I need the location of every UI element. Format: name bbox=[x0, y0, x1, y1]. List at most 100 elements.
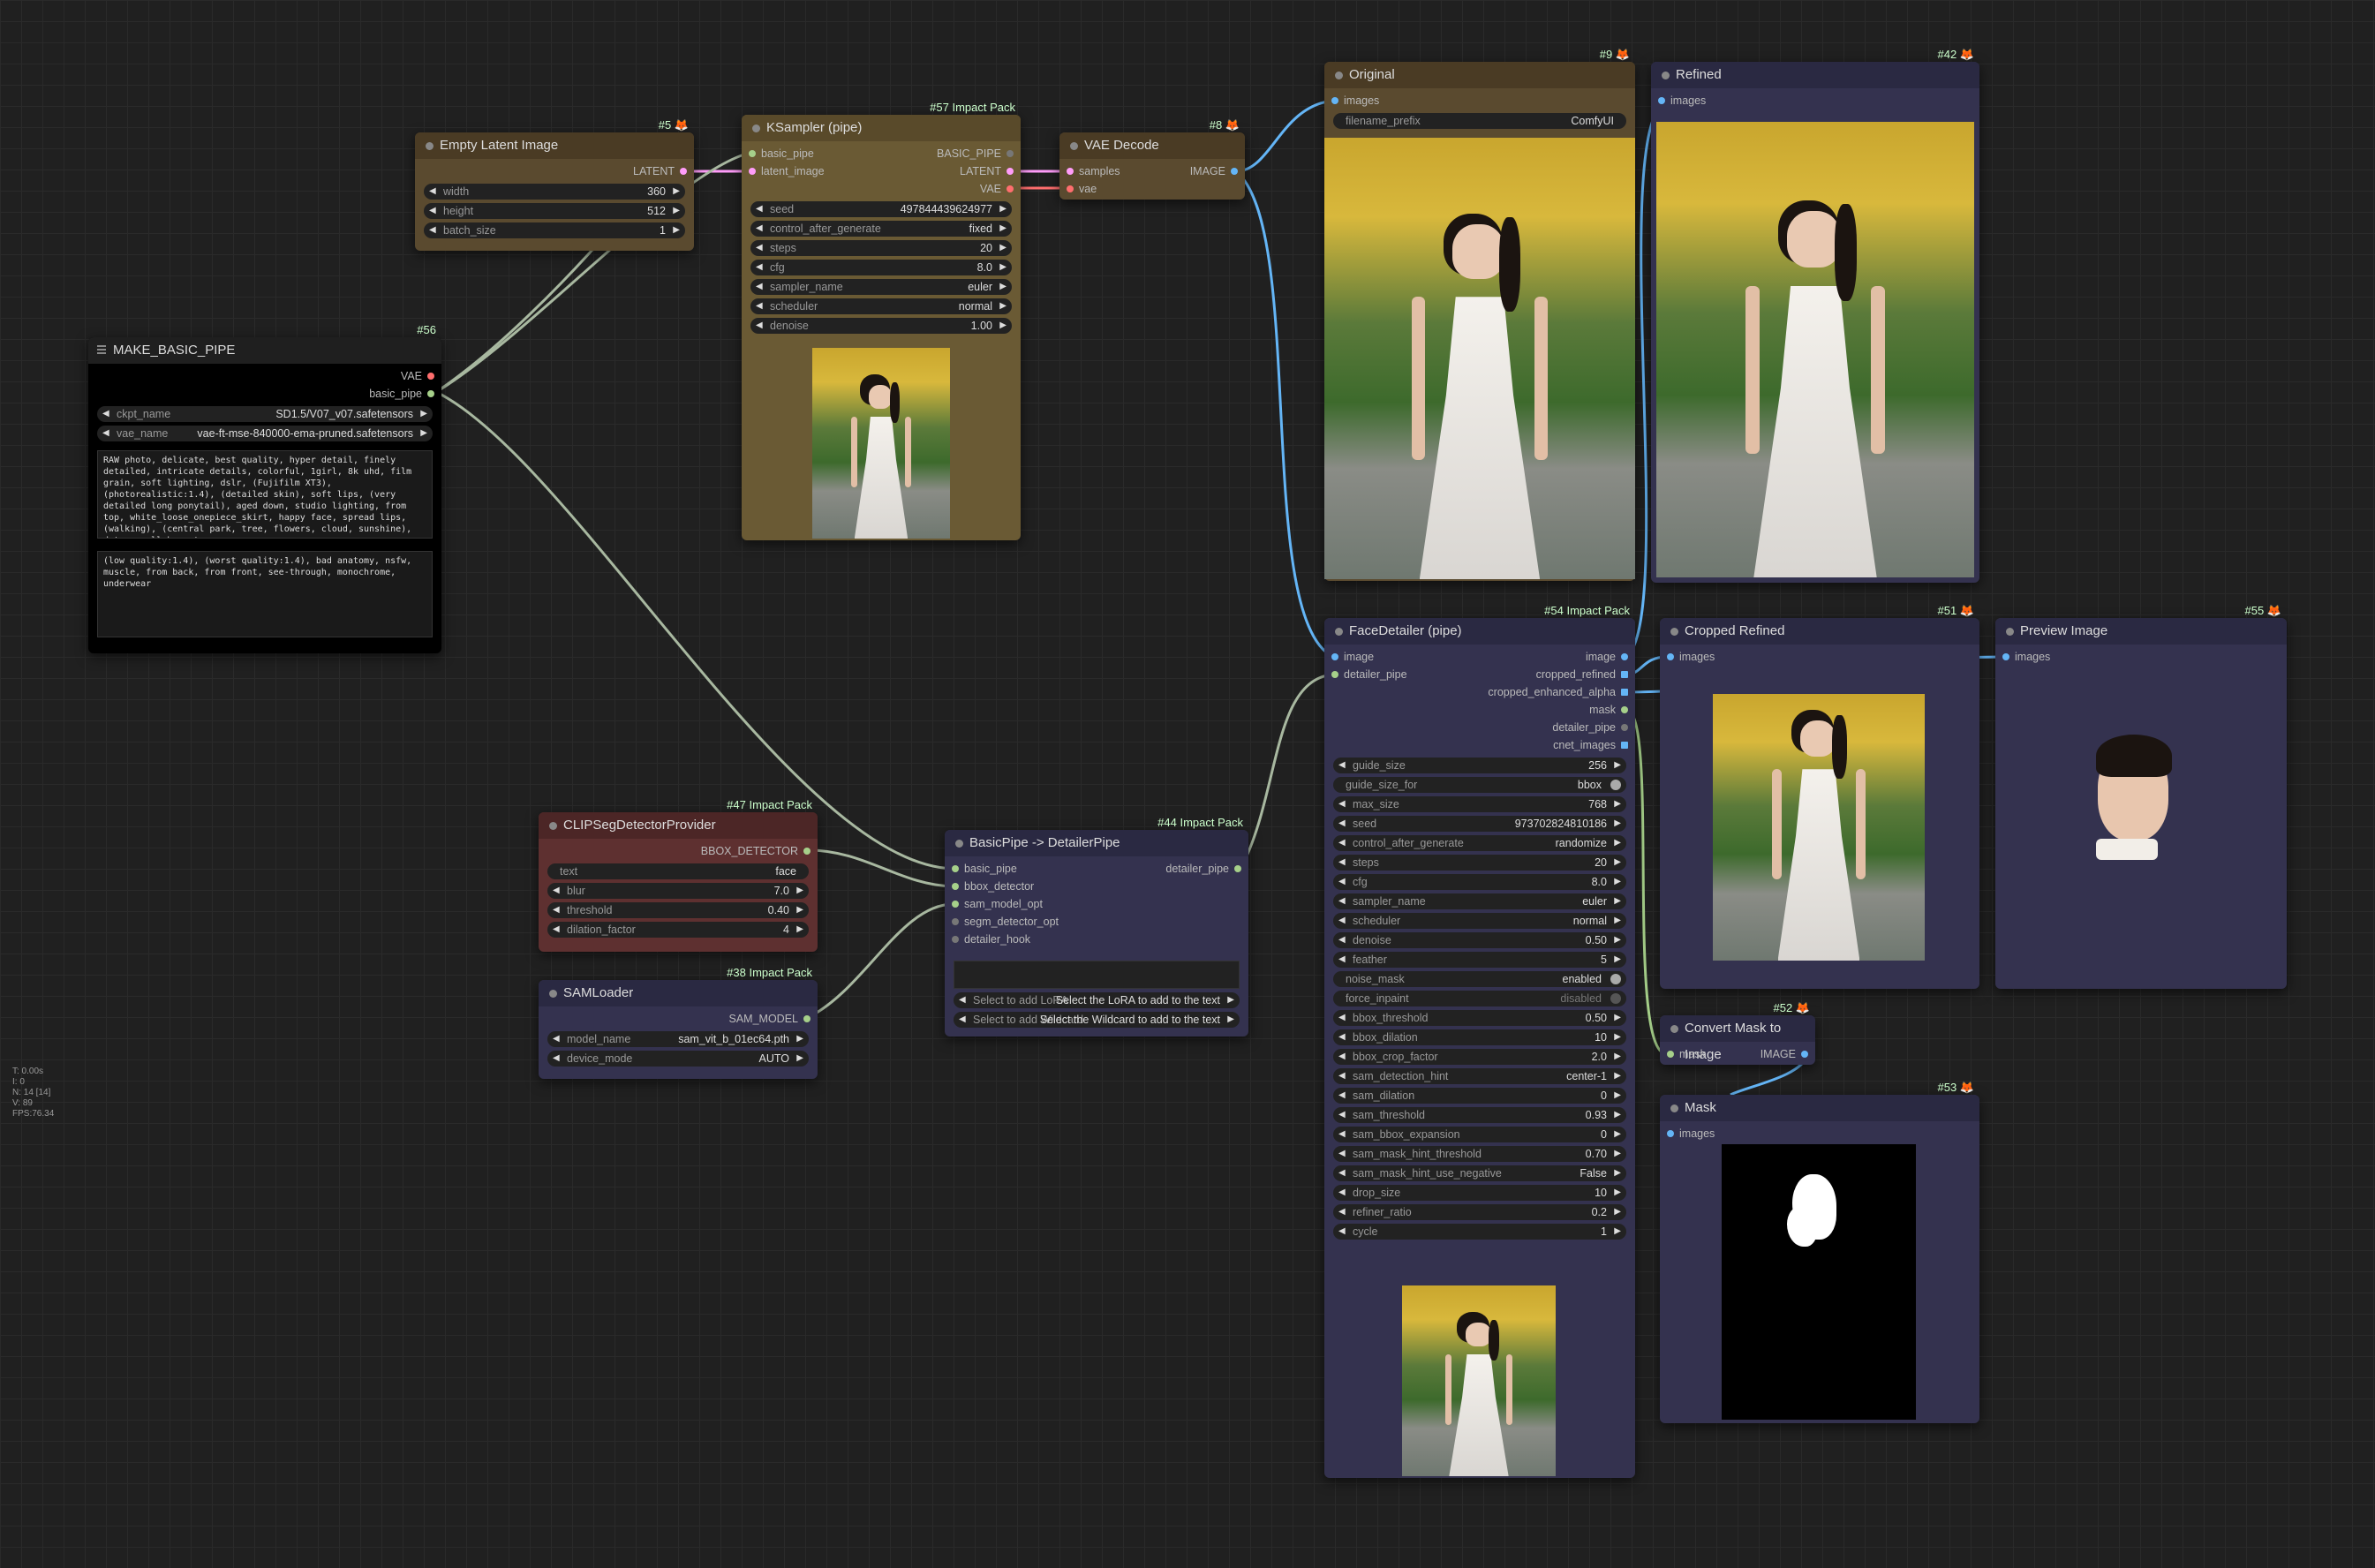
negative-prompt-textarea[interactable]: (low quality:1.4), (worst quality:1.4), … bbox=[97, 551, 433, 637]
output-detailer-pipe-slot[interactable] bbox=[1234, 865, 1241, 872]
input-vae-slot[interactable] bbox=[1067, 185, 1074, 192]
node-cropped-refined[interactable]: #51 🦊 Cropped Refined images bbox=[1660, 604, 1979, 989]
output-sam-model-slot[interactable] bbox=[803, 1015, 811, 1022]
input-image-slot[interactable] bbox=[1331, 653, 1338, 660]
node-empty-latent-image[interactable]: #5 🦊 Empty Latent Image LATENT width360 … bbox=[415, 118, 694, 251]
output-image-slot[interactable] bbox=[1801, 1051, 1808, 1058]
input-images-slot[interactable] bbox=[1331, 97, 1338, 104]
node-title[interactable]: Convert Mask to Image bbox=[1660, 1015, 1815, 1062]
input-basic-pipe-slot[interactable] bbox=[749, 150, 756, 157]
input-images-slot[interactable] bbox=[2002, 653, 2009, 660]
node-title[interactable]: Preview Image bbox=[1995, 618, 2287, 645]
input-images-slot[interactable] bbox=[1658, 97, 1665, 104]
output-latent-slot[interactable] bbox=[680, 168, 687, 175]
node-title[interactable]: SAMLoader bbox=[539, 980, 818, 1006]
input-images-slot[interactable] bbox=[1667, 1130, 1674, 1137]
output-cropped-enhanced-alpha-slot[interactable] bbox=[1621, 689, 1628, 696]
node-make-basic-pipe[interactable]: #56 MAKE_BASIC_PIPE VAE basic_pipe ckpt_… bbox=[88, 323, 441, 653]
input-latent-slot[interactable] bbox=[749, 168, 756, 175]
node-preview-image[interactable]: #55 🦊 Preview Image images bbox=[1995, 604, 2287, 989]
output-latent-slot[interactable] bbox=[1007, 168, 1014, 175]
widget-vae-name[interactable]: vae_namevae-ft-mse-840000-ema-pruned.saf… bbox=[97, 426, 433, 441]
input-segm-detector-opt-slot[interactable] bbox=[952, 918, 959, 925]
node-title[interactable]: Refined bbox=[1651, 62, 1979, 88]
node-ksampler-pipe[interactable]: #57 Impact Pack KSampler (pipe) basic_pi… bbox=[742, 101, 1021, 540]
input-mask-slot[interactable] bbox=[1667, 1051, 1674, 1058]
output-bbox-detector-slot[interactable] bbox=[803, 848, 811, 855]
input-basic-pipe-slot[interactable] bbox=[952, 865, 959, 872]
output-mask-slot[interactable] bbox=[1621, 706, 1628, 713]
input-samples-slot[interactable] bbox=[1067, 168, 1074, 175]
toggle-knob[interactable] bbox=[1610, 780, 1621, 790]
input-bbox-detector-slot[interactable] bbox=[952, 883, 959, 890]
output-image-slot[interactable] bbox=[1621, 653, 1628, 660]
node-title[interactable]: CLIPSegDetectorProvider bbox=[539, 812, 818, 839]
node-title[interactable]: BasicPipe -> DetailerPipe bbox=[945, 830, 1248, 856]
node-title[interactable]: Cropped Refined bbox=[1660, 618, 1979, 645]
output-cropped-refined-slot[interactable] bbox=[1621, 671, 1628, 678]
node-title[interactable]: VAE Decode bbox=[1059, 132, 1245, 159]
toggle-knob[interactable] bbox=[1610, 993, 1621, 1004]
positive-prompt-textarea[interactable]: RAW photo, delicate, best quality, hyper… bbox=[97, 450, 433, 539]
output-cnet-images-slot[interactable] bbox=[1621, 742, 1628, 749]
node-title[interactable]: KSampler (pipe) bbox=[742, 115, 1021, 141]
input-images-slot[interactable] bbox=[1667, 653, 1674, 660]
node-title[interactable]: Mask bbox=[1660, 1095, 1979, 1121]
output-detailer-pipe-slot[interactable] bbox=[1621, 724, 1628, 731]
output-vae-slot[interactable] bbox=[427, 373, 434, 380]
node-clipseg-detector-provider[interactable]: #47 Impact Pack CLIPSegDetectorProvider … bbox=[539, 798, 818, 952]
output-basic-pipe-slot[interactable] bbox=[427, 390, 434, 397]
node-face-detailer-pipe[interactable]: #54 Impact Pack FaceDetailer (pipe) imag… bbox=[1324, 604, 1635, 1478]
node-mask-preview[interactable]: #53 🦊 Mask images bbox=[1660, 1081, 1979, 1423]
input-sam-model-opt-slot[interactable] bbox=[952, 901, 959, 908]
input-detailer-hook-slot[interactable] bbox=[952, 936, 959, 943]
node-title[interactable]: FaceDetailer (pipe) bbox=[1324, 618, 1635, 645]
node-title[interactable]: MAKE_BASIC_PIPE bbox=[88, 337, 441, 364]
node-title[interactable]: Empty Latent Image bbox=[415, 132, 694, 159]
wildcard-text-input[interactable] bbox=[954, 961, 1240, 989]
output-basic-pipe-slot[interactable] bbox=[1007, 150, 1014, 157]
